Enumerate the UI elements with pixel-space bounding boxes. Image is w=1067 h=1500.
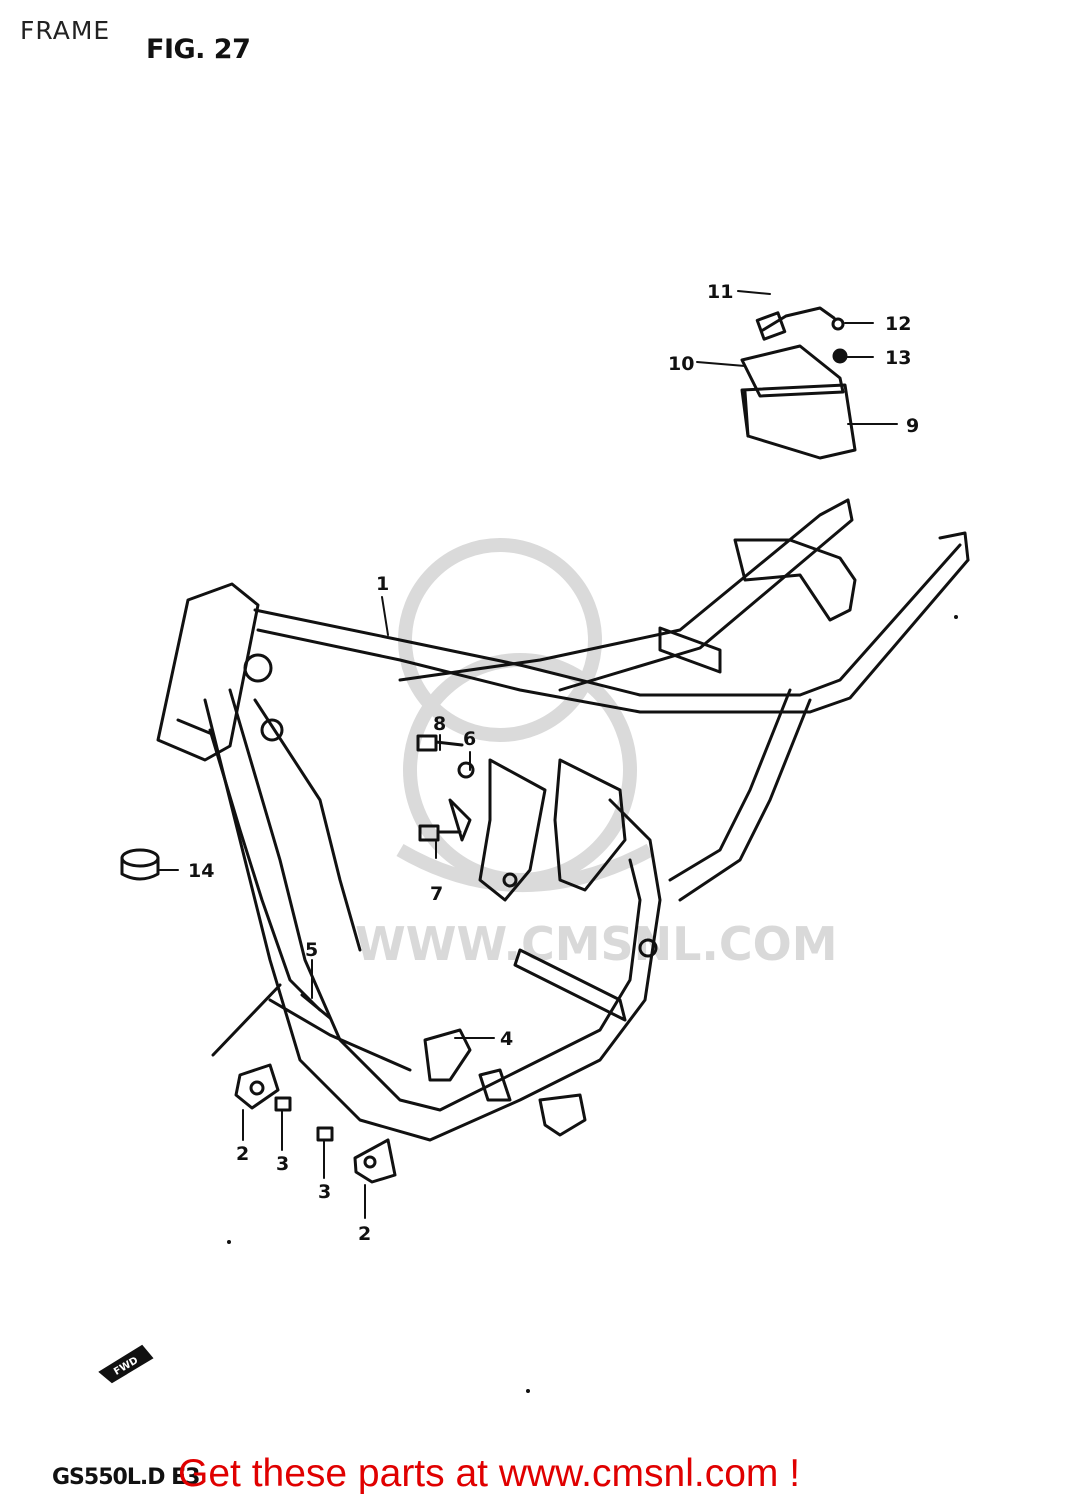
- frame-body: [156, 498, 970, 1142]
- figure-number: FIG. 27: [146, 34, 251, 65]
- callout-2b: 2: [358, 1223, 371, 1245]
- callout-7: 7: [430, 883, 443, 905]
- callout-12: 12: [885, 313, 911, 335]
- callout-8: 8: [433, 713, 446, 735]
- callout-4: 4: [500, 1028, 513, 1050]
- speck: [526, 1389, 530, 1393]
- section-title: FRAME: [20, 16, 111, 45]
- callout-3b: 3: [318, 1181, 331, 1203]
- grommet: [120, 848, 160, 881]
- callout-labels: 1 2 2 3 3 4 5 6 7 8 9 10 11 12 13 14: [188, 281, 919, 1245]
- callout-1: 1: [376, 573, 389, 595]
- fwd-arrow-icon: FWD: [98, 1344, 154, 1384]
- callout-6: 6: [463, 728, 476, 750]
- callout-9: 9: [906, 415, 919, 437]
- callout-2a: 2: [236, 1143, 249, 1165]
- promo-link[interactable]: Get these parts at www.cmsnl.com !: [178, 1452, 801, 1495]
- callout-3a: 3: [276, 1153, 289, 1175]
- speck: [954, 615, 958, 619]
- model-code: GS550L.D E3: [52, 1465, 200, 1490]
- callout-11: 11: [707, 281, 733, 303]
- battery-case: [740, 306, 857, 460]
- speck: [227, 1240, 231, 1244]
- callout-14: 14: [188, 860, 214, 882]
- watermark-text: WWW.CMSNL.COM: [355, 917, 838, 971]
- engine-mount-bolts: [416, 734, 475, 842]
- callout-13: 13: [885, 347, 911, 369]
- callout-10: 10: [668, 353, 694, 375]
- leader-lines: [159, 290, 898, 1219]
- callout-5: 5: [305, 939, 318, 961]
